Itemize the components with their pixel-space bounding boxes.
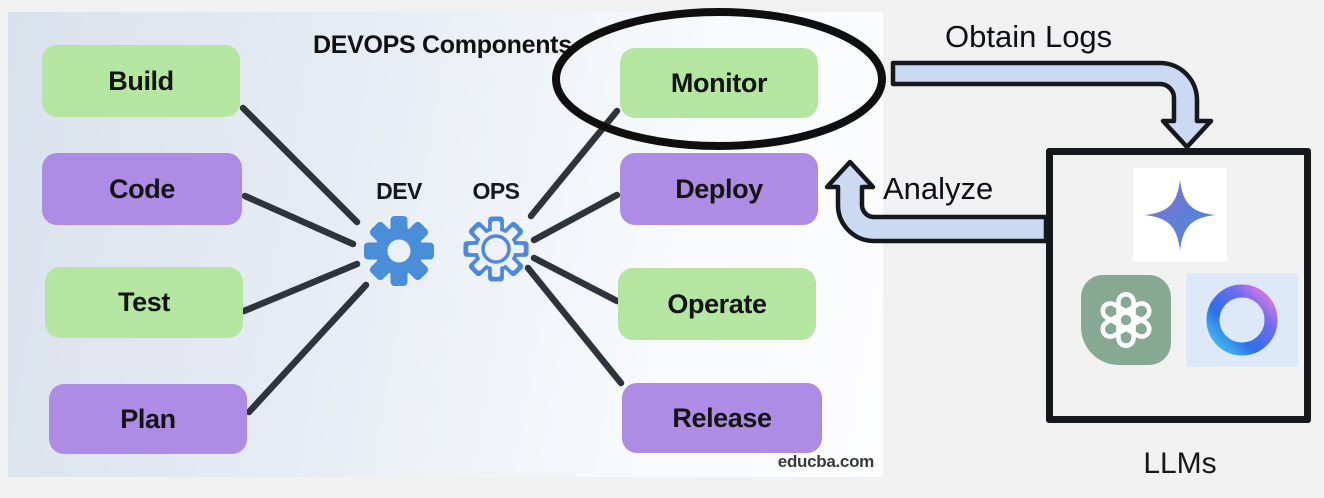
analyze-label: Analyze — [883, 171, 994, 206]
devops-box-code: Code — [42, 153, 242, 225]
devops-box-release: Release — [622, 383, 822, 453]
llm-caption: LLMs — [1143, 447, 1217, 480]
box-label-deploy: Deploy — [675, 173, 763, 204]
devops-box-test: Test — [45, 267, 243, 338]
obtain-logs-arrow — [890, 60, 1214, 150]
chatgpt-icon — [1100, 292, 1152, 348]
obtain-logs-label: Obtain Logs — [945, 19, 1113, 54]
chatgpt-tile — [1081, 275, 1171, 365]
box-label-test: Test — [118, 287, 170, 317]
copilot-tile — [1186, 273, 1298, 367]
devops-box-deploy: Deploy — [620, 153, 818, 225]
gemini-star-icon — [1144, 179, 1216, 251]
box-label-build: Build — [108, 65, 174, 96]
llm-box — [1046, 148, 1311, 423]
ops-gear-label: OPS — [472, 178, 520, 204]
diagram-title: DEVOPS Components — [313, 31, 572, 59]
copilot-ring-icon — [1206, 284, 1278, 356]
box-label-plan: Plan — [120, 403, 176, 434]
gemini-tile — [1133, 168, 1227, 262]
box-label-operate: Operate — [667, 288, 767, 319]
dev-gear-label: DEV — [376, 178, 422, 204]
devops-box-operate: Operate — [618, 268, 816, 340]
box-label-release: Release — [672, 402, 772, 433]
devops-box-plan: Plan — [49, 384, 247, 454]
box-label-code: Code — [109, 173, 175, 204]
devops-box-build: Build — [42, 45, 240, 117]
watermark: educba.com — [777, 452, 875, 471]
box-label-monitor: Monitor — [670, 67, 768, 98]
devops-box-monitor: Monitor — [620, 48, 818, 118]
